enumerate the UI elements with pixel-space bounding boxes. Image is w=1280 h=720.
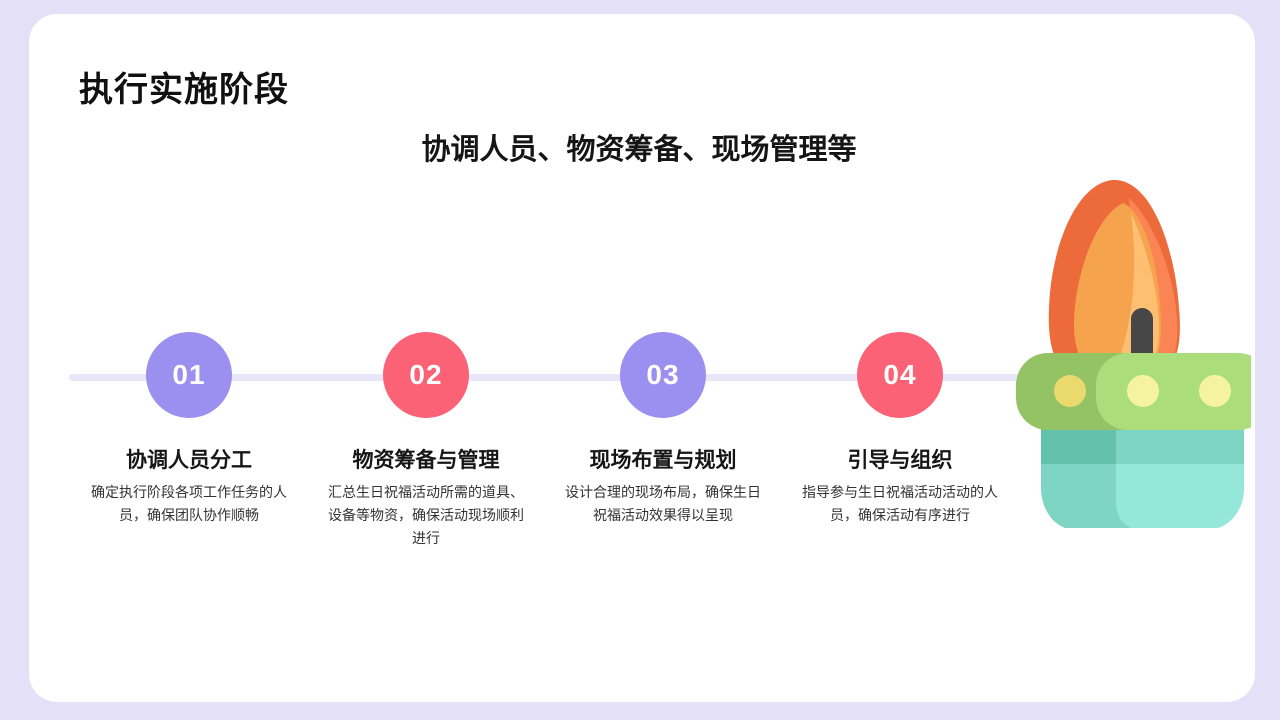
step-3-number-badge: 03 [620, 332, 706, 418]
rim-dot-1 [1054, 375, 1086, 407]
step-1-description: 确定执行阶段各项工作任务的人员，确保团队协作顺畅 [91, 485, 287, 524]
rim-dot-2 [1127, 375, 1159, 407]
step-3-title: 现场布置与规划 [589, 448, 737, 472]
candle-rim-right [1096, 353, 1251, 430]
candle-body-light [1116, 464, 1244, 528]
step-4-title: 引导与组织 [847, 448, 953, 472]
step-3-description: 设计合理的现场布局，确保生日祝福活动效果得以呈现 [565, 485, 761, 524]
candle-icon [1016, 179, 1251, 528]
timeline-line [69, 374, 1059, 381]
step-4-description: 指导参与生日祝福活动活动的人员，确保活动有序进行 [802, 485, 998, 524]
page-title: 执行实施阶段 [79, 70, 289, 110]
step-3: 03 现场布置与规划 设计合理的现场布局，确保生日祝福活动效果得以呈现 [553, 332, 773, 528]
step-4-number-badge: 04 [857, 332, 943, 418]
slide-card: 执行实施阶段 协调人员、物资筹备、现场管理等 01 协调人员分工 确定执行阶段各… [29, 14, 1255, 702]
rim-dot-3 [1199, 375, 1231, 407]
step-4: 04 引导与组织 指导参与生日祝福活动活动的人员，确保活动有序进行 [790, 332, 1010, 528]
step-2-title: 物资筹备与管理 [352, 448, 500, 472]
step-1: 01 协调人员分工 确定执行阶段各项工作任务的人员，确保团队协作顺畅 [79, 332, 299, 528]
step-2-description: 汇总生日祝福活动所需的道具、设备等物资，确保活动现场顺利进行 [328, 485, 524, 547]
step-1-title: 协调人员分工 [126, 448, 252, 472]
step-2-number-badge: 02 [383, 332, 469, 418]
page-subtitle: 协调人员、物资筹备、现场管理等 [421, 132, 857, 166]
step-1-number-badge: 01 [146, 332, 232, 418]
step-2: 02 物资筹备与管理 汇总生日祝福活动所需的道具、设备等物资，确保活动现场顺利进… [316, 332, 536, 551]
